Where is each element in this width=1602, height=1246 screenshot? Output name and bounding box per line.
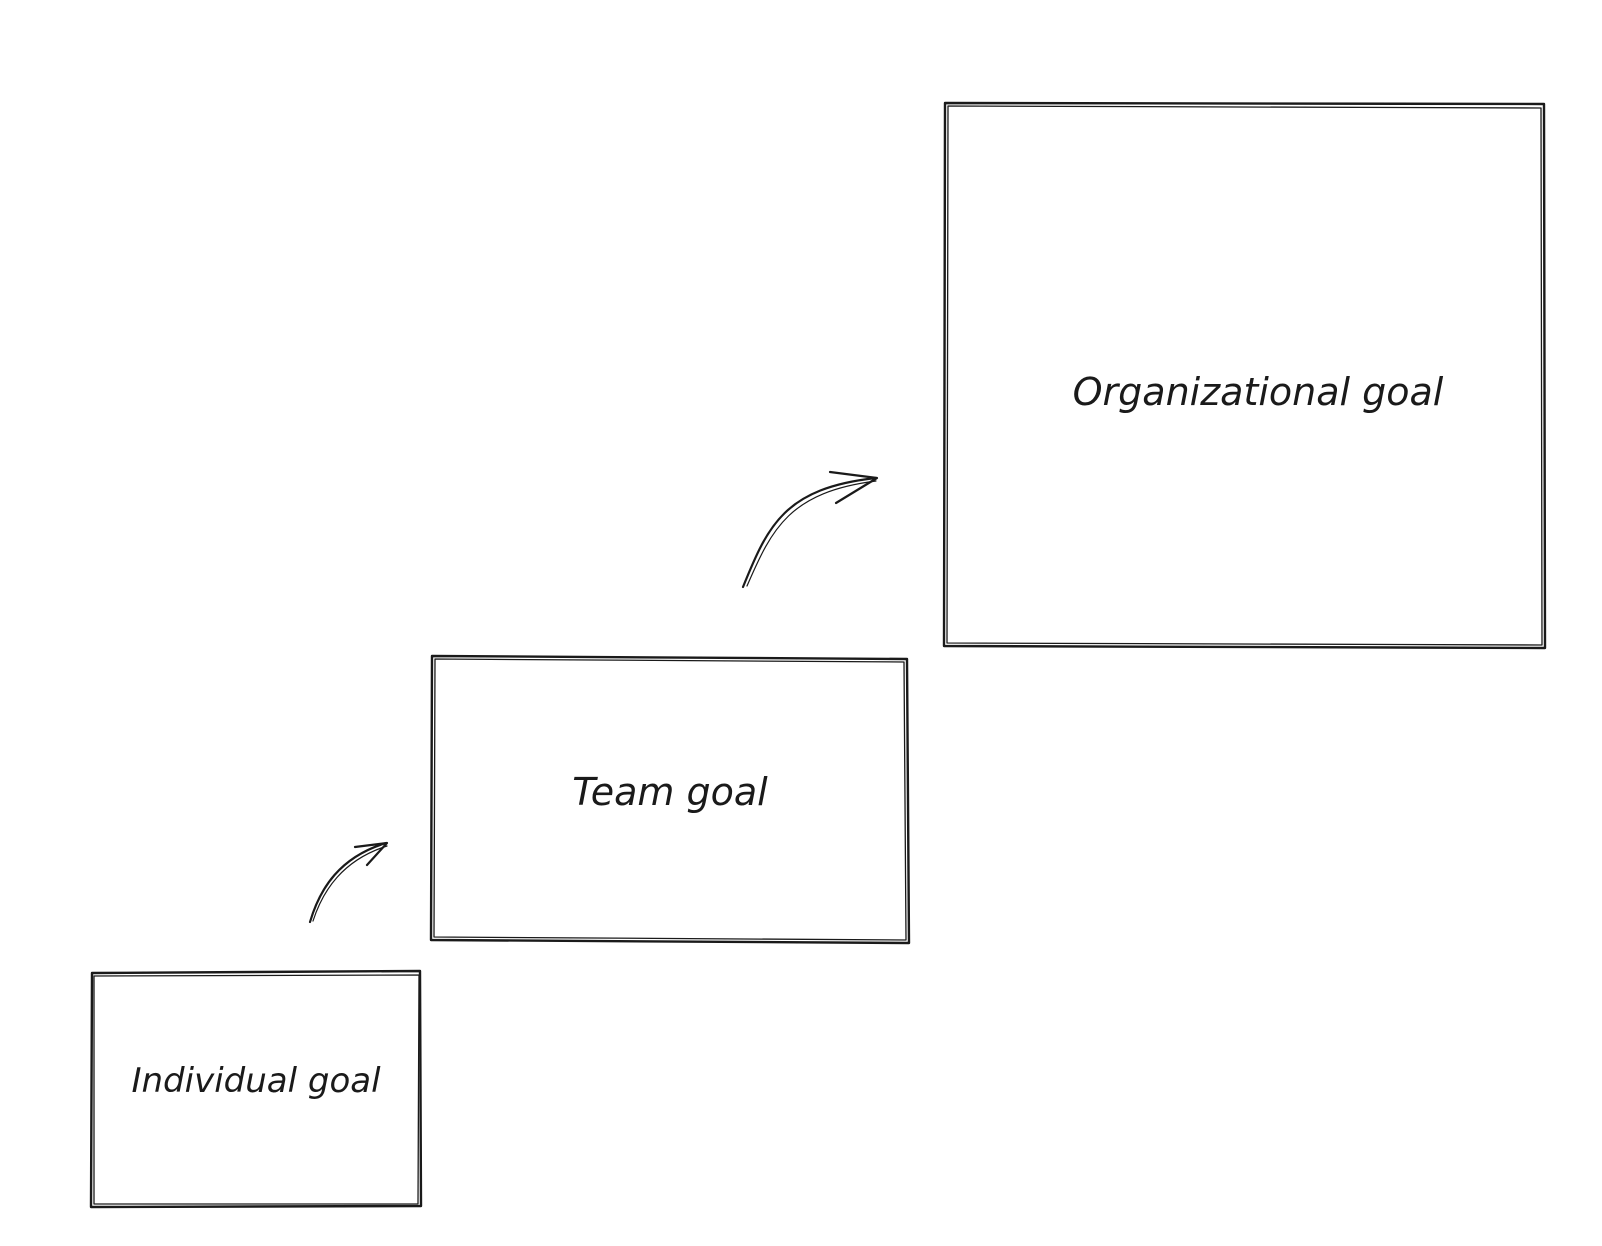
individual-goal-box-outline-retrace: [93, 974, 420, 1205]
organizational-goal-box-outline: [942, 101, 1547, 650]
arrow-individual-to-team-shaft-retrace: [312, 845, 388, 922]
organizational-goal-box-outline-retrace: [946, 105, 1543, 646]
team-goal-box[interactable]: Team goal: [429, 654, 911, 945]
arrow-team-to-organizational-head: [828, 470, 879, 505]
arrow-individual-to-team-shaft: [308, 841, 388, 924]
arrow-team-to-organizational: [741, 470, 879, 589]
team-goal-box-outline: [429, 654, 911, 945]
individual-goal-label: Individual goal: [131, 1061, 381, 1101]
individual-goal-box-outline: [89, 969, 423, 1209]
team-goal-label: Team goal: [572, 770, 768, 814]
organizational-goal-label: Organizational goal: [1073, 370, 1444, 414]
organizational-goal-box[interactable]: Organizational goal: [942, 101, 1547, 650]
team-goal-box-outline-retrace: [433, 658, 907, 941]
individual-goal-box[interactable]: Individual goal: [89, 969, 423, 1209]
arrow-individual-to-team-head: [353, 841, 389, 867]
arrow-team-to-organizational-shaft-retrace: [746, 480, 877, 587]
arrow-individual-to-team: [308, 841, 389, 924]
arrow-team-to-organizational-shaft: [741, 476, 878, 589]
